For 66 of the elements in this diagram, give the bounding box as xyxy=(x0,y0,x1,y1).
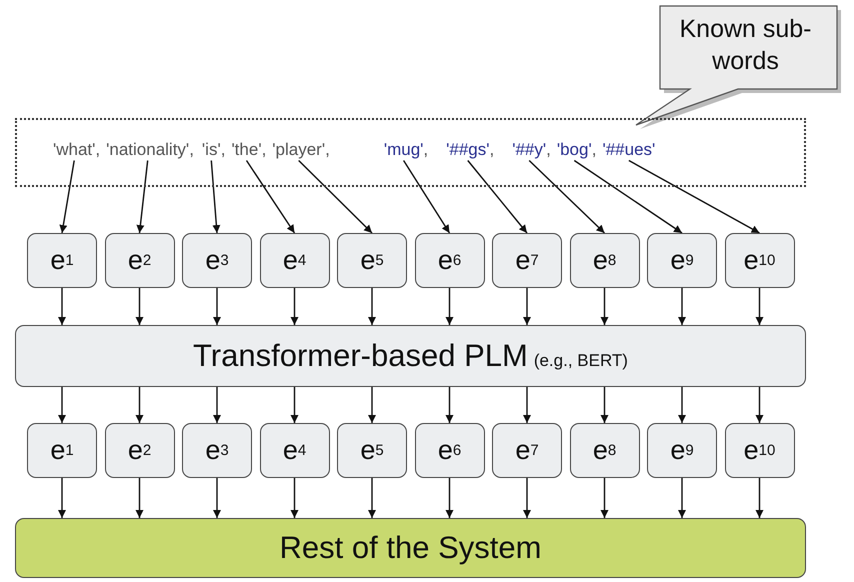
box-title: Transformer-based PLM xyxy=(193,338,528,374)
arrow xyxy=(213,288,221,325)
token-text: 'player' xyxy=(272,140,326,158)
arrow xyxy=(368,288,376,325)
arrow xyxy=(58,387,66,423)
token-text: 'bog' xyxy=(556,140,592,158)
arrow xyxy=(298,160,372,234)
token-sequence-box xyxy=(15,118,806,187)
arrow xyxy=(136,288,144,325)
arrow xyxy=(574,160,682,234)
arrow xyxy=(600,478,608,518)
arrow xyxy=(368,478,376,518)
token-text: 'mug' xyxy=(384,140,424,158)
arrow xyxy=(136,387,144,423)
arrow xyxy=(213,478,221,518)
arrow xyxy=(678,288,686,325)
arrow xyxy=(446,387,454,423)
arrow xyxy=(290,387,298,423)
arrow xyxy=(446,288,454,325)
system-box xyxy=(15,518,806,578)
punctuation-mark: , xyxy=(489,140,494,158)
token-text: 'what' xyxy=(53,140,96,158)
punctuation-mark: , xyxy=(592,140,596,158)
arrow xyxy=(528,160,605,234)
punctuation-mark: , xyxy=(325,140,330,158)
arrow xyxy=(523,478,531,518)
arrow xyxy=(523,387,531,423)
arrow xyxy=(136,160,148,234)
arrow xyxy=(59,160,75,234)
arrow xyxy=(523,288,531,325)
box-note: (e.g., BERT) xyxy=(534,351,628,371)
arrow xyxy=(756,387,764,423)
token-text: 'is' xyxy=(202,140,221,158)
punctuation-mark: , xyxy=(220,140,226,158)
arrow xyxy=(368,387,376,423)
arrow xyxy=(446,478,454,518)
arrow xyxy=(600,387,608,423)
model-box xyxy=(15,325,806,387)
arrow xyxy=(467,160,528,234)
punctuation-mark: , xyxy=(423,140,428,158)
token-text: '##gs' xyxy=(446,140,490,158)
token-text: 'the' xyxy=(231,140,262,158)
token-text: '##y' xyxy=(512,140,546,158)
punctuation-mark: , xyxy=(262,140,266,158)
arrow xyxy=(58,478,66,518)
callout-text: Known sub-words xyxy=(678,14,813,77)
arrow xyxy=(756,288,764,325)
arrow xyxy=(136,478,144,518)
arrow xyxy=(290,288,298,325)
arrow xyxy=(246,160,296,234)
punctuation-mark: , xyxy=(546,140,551,158)
token-text: 'nationality' xyxy=(106,140,190,158)
arrow xyxy=(628,160,760,234)
arrow xyxy=(210,160,220,234)
punctuation-mark: , xyxy=(95,140,100,158)
arrow xyxy=(290,478,298,518)
token-text: '##ues' xyxy=(602,140,656,158)
arrow xyxy=(58,288,66,325)
arrow xyxy=(600,288,608,325)
box-title: Rest of the System xyxy=(280,530,542,566)
arrow xyxy=(403,160,450,234)
arrow xyxy=(678,387,686,423)
punctuation-mark: , xyxy=(189,140,194,158)
arrow xyxy=(756,478,764,518)
arrow xyxy=(678,478,686,518)
arrow xyxy=(213,387,221,423)
